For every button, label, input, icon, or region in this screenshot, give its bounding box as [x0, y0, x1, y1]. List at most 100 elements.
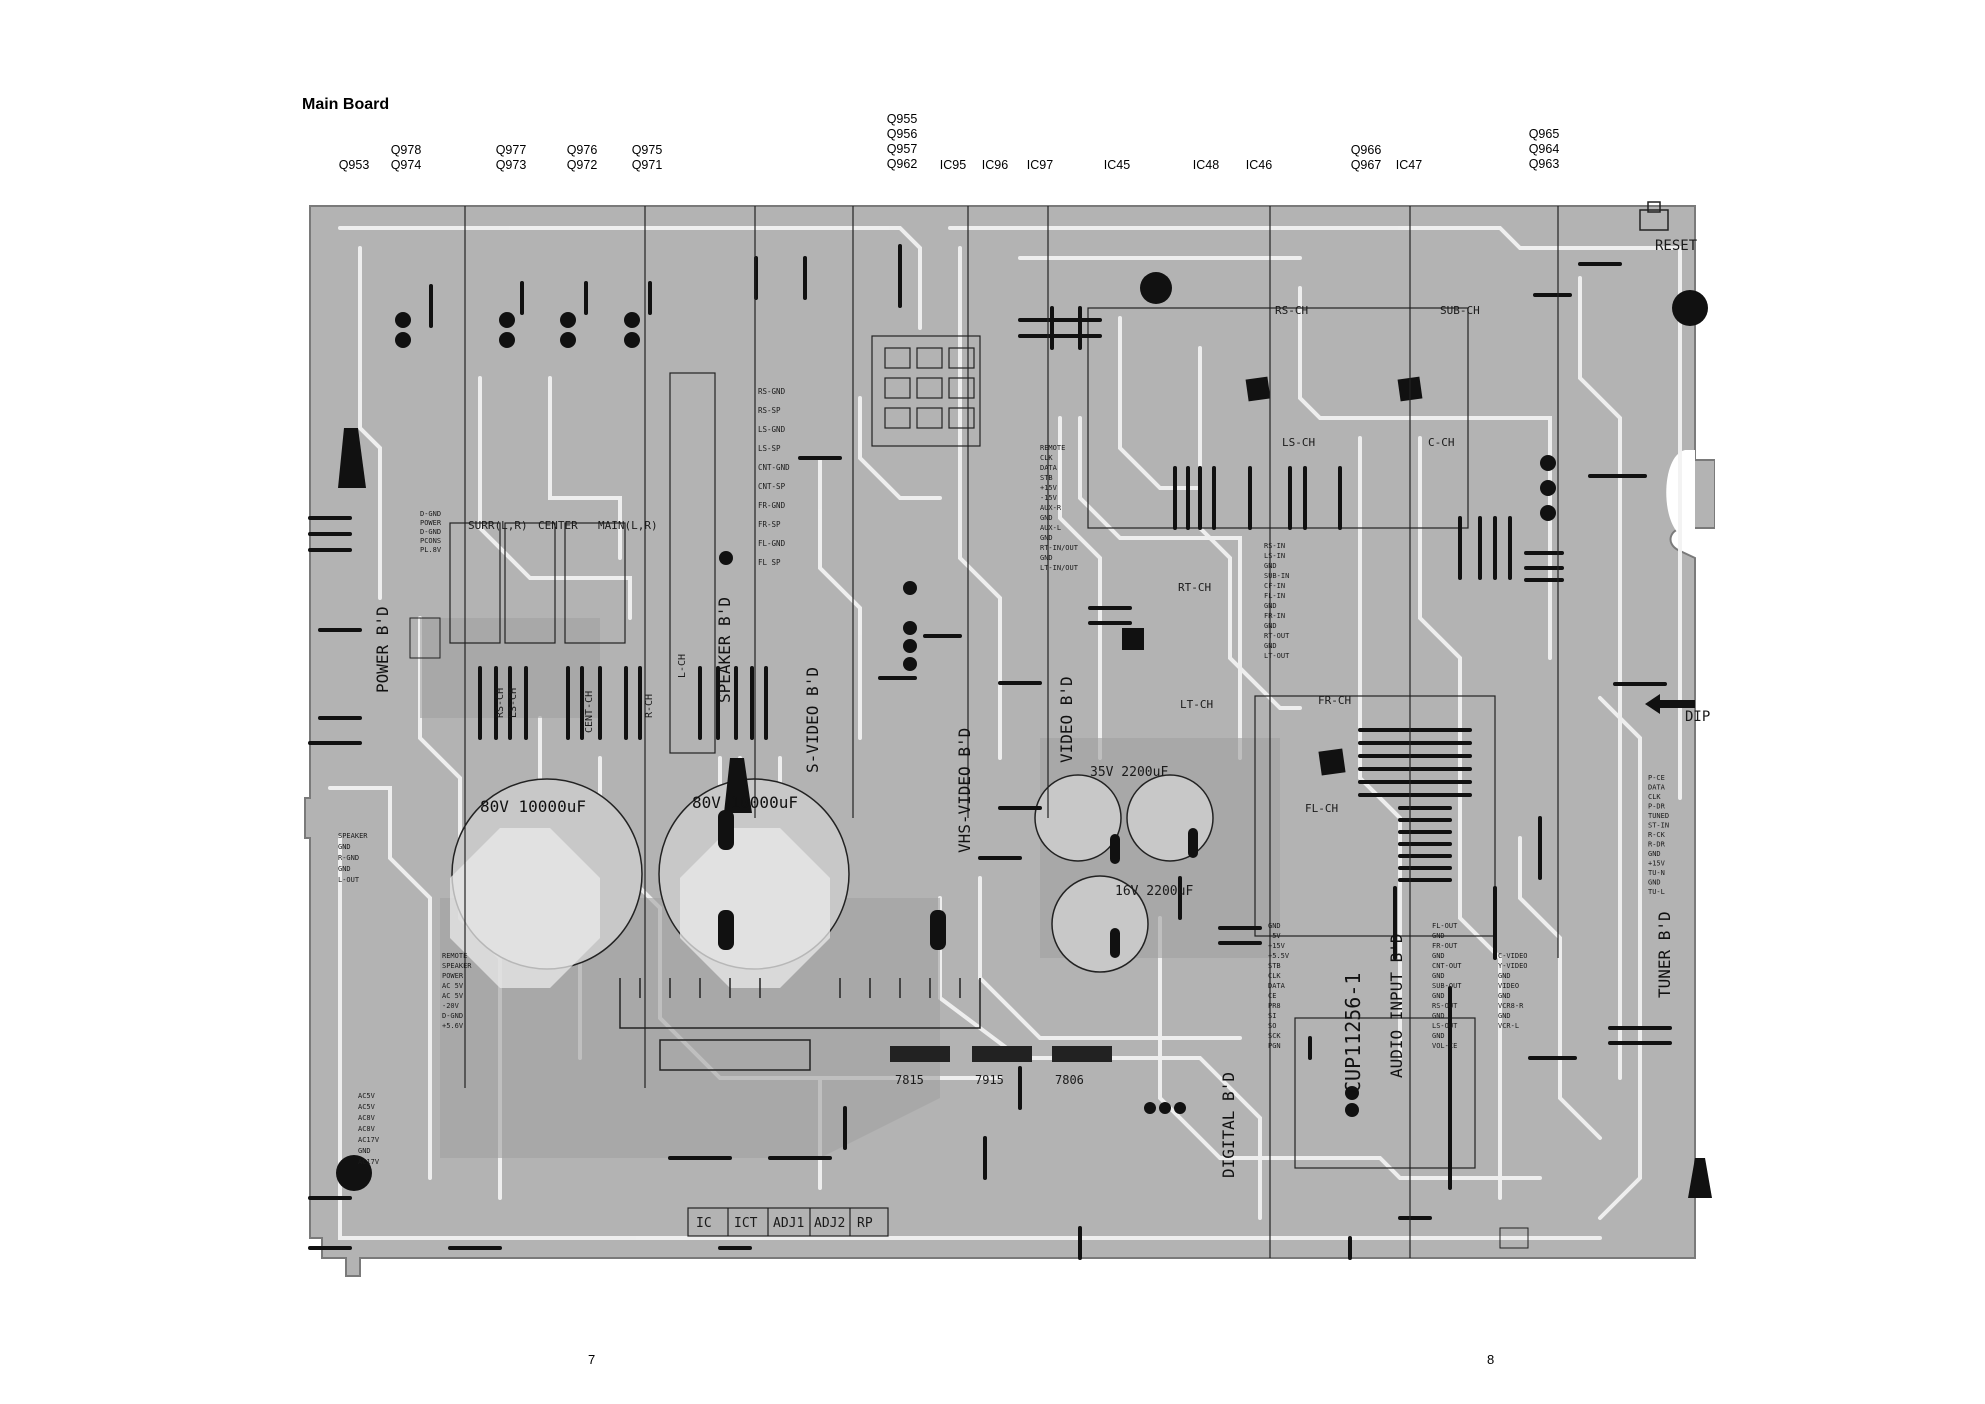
- ic-row-rp: RP: [857, 1216, 873, 1231]
- pin-label: RT-IN/OUT: [1040, 544, 1079, 552]
- pin-label: SO: [1268, 1022, 1276, 1030]
- fl-ch-label: FL-CH: [1305, 802, 1338, 815]
- pin-label: AC8V: [358, 1125, 376, 1133]
- vhs-video-bd-label: VHS-VIDEO B'D: [955, 728, 974, 853]
- pin-label: AC17V: [358, 1158, 380, 1166]
- pin-label: AC 5V: [442, 992, 464, 1000]
- ls-ch-label: LS-CH: [1282, 436, 1315, 449]
- component-label-line: Q967: [1350, 158, 1382, 172]
- capacitor-16v: [1051, 875, 1149, 973]
- component-label-line: IC97: [1026, 158, 1054, 172]
- component-label-line: IC95: [939, 158, 967, 172]
- et03-pad: [1688, 1158, 1712, 1198]
- pin-label: TU-N: [1648, 869, 1665, 877]
- pin-label: C-VIDEO: [1498, 952, 1528, 960]
- pin-label: GND: [1498, 972, 1511, 980]
- pin-label: FL-IN: [1264, 592, 1285, 600]
- lsch-label: LS-CH: [508, 688, 519, 718]
- pin-label: AC5V: [358, 1092, 376, 1100]
- component-label-line: IC45: [1103, 158, 1131, 172]
- pin-label: GND: [1432, 972, 1445, 980]
- fr-ch-label: FR-CH: [1318, 694, 1351, 707]
- pin-label: AUX-L: [1040, 524, 1061, 532]
- component-label-line: Q957: [886, 142, 918, 156]
- reset-switch: [1639, 209, 1669, 231]
- component-label-ic48: IC48: [1193, 158, 1219, 173]
- pin-label: VOL-CE: [1432, 1042, 1457, 1050]
- pin-label: GND: [1498, 1012, 1511, 1020]
- pin-label: SPEAKER: [338, 832, 368, 840]
- pin-label: SUB-OUT: [1432, 982, 1462, 990]
- pin-label: GND: [1432, 932, 1445, 940]
- pin-label: R-GND: [338, 854, 359, 862]
- component-label-line: IC96: [981, 158, 1009, 172]
- pin-label: RS-OUT: [1432, 1002, 1458, 1010]
- pin-label: VCR-L: [1498, 1022, 1519, 1030]
- component-label-ic46: IC46: [1246, 158, 1272, 173]
- pin-label: SCK: [1268, 1032, 1281, 1040]
- pin-label: Y-VIDEO: [1498, 962, 1528, 970]
- c-ch-label: C-CH: [1428, 436, 1455, 449]
- pin-label: +15V: [1268, 942, 1286, 950]
- ic-row-adj1: ADJ1: [773, 1216, 804, 1231]
- pin-label: L-OUT: [338, 876, 360, 884]
- pin-label: SPEAKER: [442, 962, 472, 970]
- audio-out-pins: FL-OUTGNDFR-OUTGNDCNT-OUTGNDSUB-OUTGNDRS…: [1432, 922, 1462, 1050]
- pin-label: VCR8-R: [1498, 1002, 1524, 1010]
- component-label-line: Q974: [390, 158, 422, 172]
- pin-label: PR8: [1268, 1002, 1281, 1010]
- page-title: Main Board: [302, 96, 390, 113]
- page-number-right: 8: [1487, 1352, 1495, 1367]
- cap-16v-label: 16V 2200uF: [1115, 884, 1193, 899]
- pin-label: -15V: [1040, 494, 1058, 502]
- reg-7806-label: 7806: [1055, 1073, 1084, 1087]
- component-label-q953: Q953: [339, 158, 370, 173]
- ic-row-ic: IC: [696, 1216, 712, 1231]
- reset-label: RESET: [1655, 238, 1698, 254]
- video-bd-label: VIDEO B'D: [1057, 676, 1076, 763]
- pin-label: D-GND: [420, 510, 441, 518]
- audio-header-pins: RS-INLS-INGNDSUB-INCF-INFL-INGNDFR-INGND…: [1264, 542, 1290, 660]
- dip-arrow: [1645, 694, 1695, 714]
- component-label-line: Q971: [631, 158, 663, 172]
- pin-label: GND: [1264, 562, 1277, 570]
- pin-label: STB: [1040, 474, 1053, 482]
- component-label-ic97: IC97: [1027, 158, 1053, 173]
- digital-bd-label: DIGITAL B'D: [1219, 1072, 1238, 1178]
- audio-input-bd-label: AUDIO INPUT B'D: [1387, 934, 1406, 1079]
- pin-label: LT-OUT: [1264, 652, 1290, 660]
- pin-label: LS-OUT: [1432, 1022, 1458, 1030]
- mount-hole-2: [1672, 290, 1708, 326]
- pin-label: GND: [1264, 642, 1277, 650]
- component-label-ic95: IC95: [940, 158, 966, 173]
- pin-label: P-DR: [1648, 803, 1666, 811]
- component-label-line: Q956: [886, 127, 918, 141]
- pin-label: GND: [1268, 922, 1281, 930]
- speaker-output-pins: RS-GNDRS-SPLS-GNDLS-SPCNT-GNDCNT-SPFR-GN…: [758, 387, 790, 567]
- rs-ch-label: RS-CH: [1275, 304, 1308, 317]
- pin-label: RS-GND: [758, 387, 786, 396]
- pin-label: +5V: [1268, 932, 1281, 940]
- pin-label: FR-GND: [758, 501, 786, 510]
- pin-label: FL-OUT: [1432, 922, 1458, 930]
- pin-label: LT-IN/OUT: [1040, 564, 1079, 572]
- rch-label: R-CH: [644, 694, 655, 718]
- pin-label: CLK: [1040, 454, 1053, 462]
- rsch-label: RS-CH: [495, 688, 506, 718]
- pin-label: FL SP: [758, 558, 781, 567]
- cap-80v-a-label: 80V 10000uF: [480, 797, 586, 816]
- pin-label: CNT-SP: [758, 482, 786, 491]
- ic46-body: [1318, 748, 1346, 776]
- heatsink: [619, 978, 981, 1029]
- power-bd-label: POWER B'D: [373, 606, 392, 693]
- pin-label: POWER: [420, 519, 442, 527]
- pin-label: R-DR: [1648, 841, 1666, 849]
- pin-label: CF-IN: [1264, 582, 1285, 590]
- ic45-body: [1122, 628, 1144, 650]
- pin-label: AC 5V: [442, 982, 464, 990]
